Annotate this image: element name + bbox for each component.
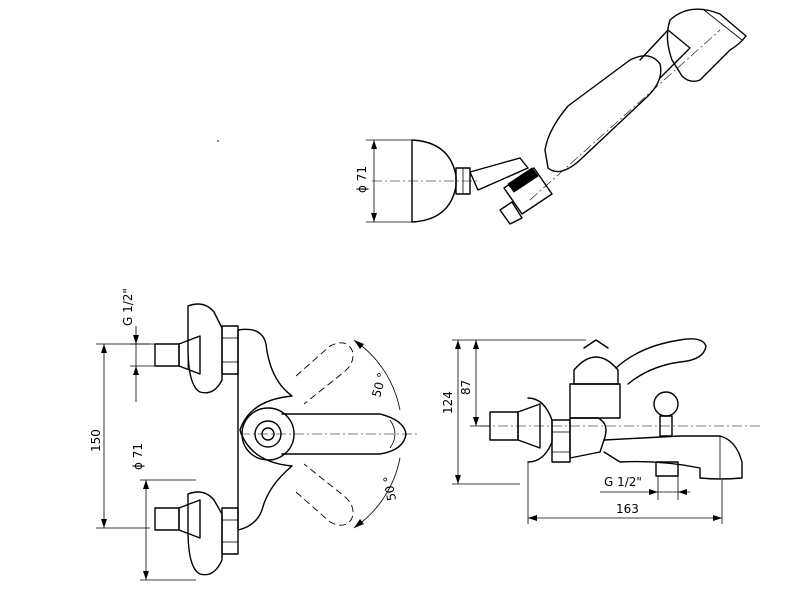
shower-diameter-label: ϕ 71 [355,166,369,193]
spout-length-label: 163 [616,502,639,516]
outlet-thread-label: G 1/2" [604,475,642,489]
inlet-spacing-label: 150 [89,429,103,452]
side-height-124-label: 124 [441,391,455,414]
inlet-thread-label: G 1/2" [121,288,135,326]
mixer-front-view: 50 ° 50 ° G 1/2" 150 ϕ 71 [89,288,420,581]
angle-lower-label: 50 ° [381,475,399,502]
side-height-87-label: 87 [459,380,473,395]
hand-shower-view: ϕ 71 [217,8,747,225]
rosette-diameter-label: ϕ 71 [131,443,145,470]
angle-upper-label: 50 ° [369,371,389,399]
mixer-side-view: 87 124 G 1/2" 163 [441,338,760,524]
